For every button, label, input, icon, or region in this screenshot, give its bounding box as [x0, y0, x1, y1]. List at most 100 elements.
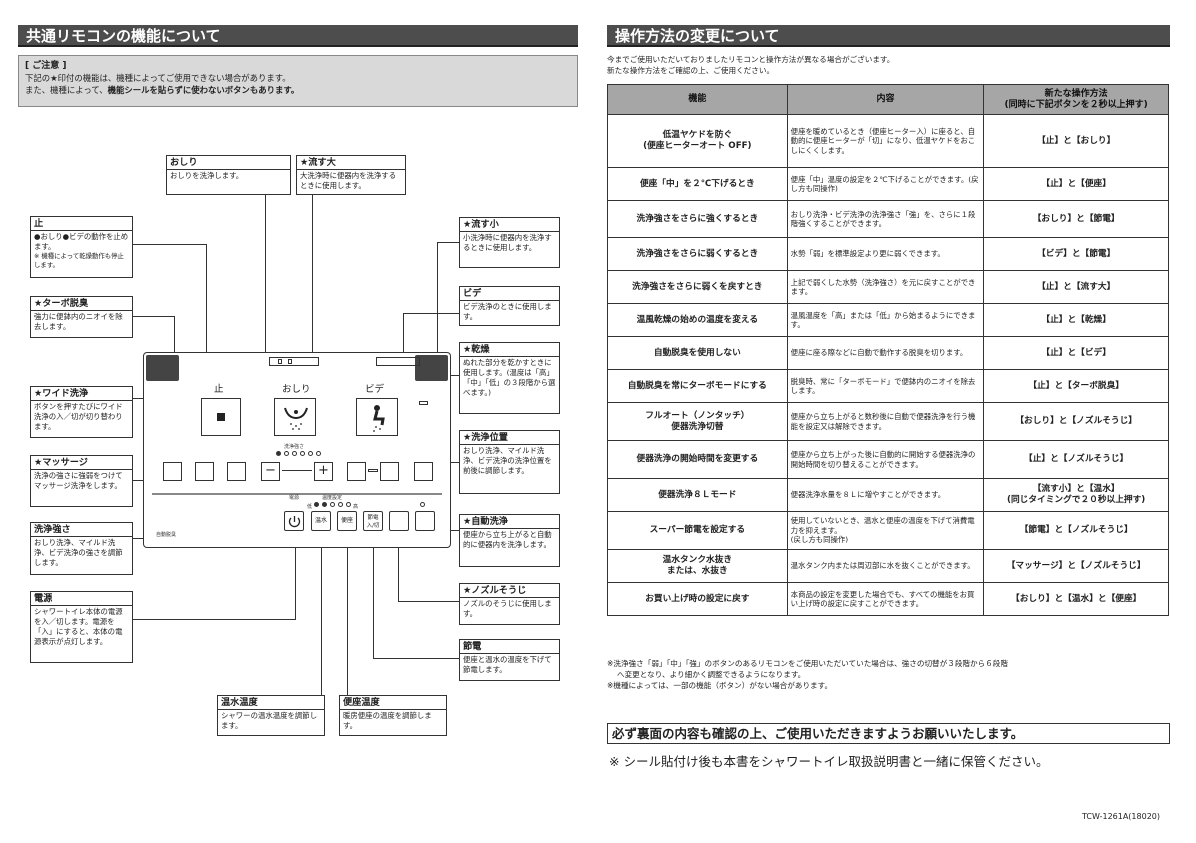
strength-dot — [300, 451, 305, 456]
callout-dengen: 電源 シャワートイレ本体の電源を入／切します。電源を「入」にすると、本体の電源表… — [30, 591, 133, 663]
massage-button[interactable] — [227, 462, 246, 481]
callout-turbo: ★ターボ脱臭 強力に便鉢内のニオイを除去します。 — [30, 296, 133, 338]
content-cell: 上記で弱くした水勢（洗浄強さ）を元に戻すことができます。 — [786, 270, 985, 304]
auto-flush-button[interactable] — [415, 511, 435, 531]
setsuden-button[interactable]: 節電 入/切 — [363, 511, 383, 531]
notice-box: [ ご注意 ] 下記の★印付の機能は、機種によってご使用できない場合があります。… — [18, 55, 578, 107]
operation-cell: 【おしり】と【節電】 — [983, 200, 1169, 238]
callout-benza: 便座温度 暖房便座の温度を調節します。 — [339, 695, 447, 736]
function-cell: 自動脱臭を常にターボモードにする — [607, 369, 788, 403]
callout-massage: ★マッサージ 洗浄の強さに強弱をつけてマッサージ洗浄をします。 — [30, 455, 133, 507]
content-cell: 温風温度を「高」または「低」から始まるようにできます。 — [786, 303, 985, 337]
table-row: 便座「中」を２℃下げるとき便座「中」温度の設定を２℃下げることができます。(戻し… — [607, 167, 1169, 201]
strength-dot — [284, 451, 289, 456]
callout-kanso: ★乾燥 ぬれた部分を乾かすときに使用します。(温度は「高」「中」「低」の３段階か… — [459, 342, 560, 414]
content-cell: 便座から立ち上がった後に自動的に開始する便器洗浄の開始時間を切り替えることができ… — [786, 440, 985, 479]
operation-cell: 【ビデ】と【節電】 — [983, 237, 1169, 271]
low-label: 低 — [307, 504, 313, 510]
stop-button[interactable] — [201, 398, 241, 436]
oshiri-label: おしり — [282, 384, 311, 395]
operation-cell: 【止】と【便座】 — [983, 167, 1169, 201]
intro-line-1: 今までご使用いただいておりましたリモコンと操作方法が異なる場合がございます。 — [607, 55, 895, 64]
right-section-header: 操作方法の変更について — [607, 25, 1170, 47]
table-row: 低温ヤケドを防ぐ (便座ヒーターオート OFF)便座を暖めているとき（便座ヒータ… — [607, 114, 1169, 168]
panel-divider — [152, 493, 442, 495]
notice-line-1: 下記の★印付の機能は、機種によってご使用できない場合があります。 — [25, 73, 291, 83]
content-cell: おしり洗浄・ビデ洗浄の洗浄強さ「強」を、さらに１段階強くすることができます。 — [786, 200, 985, 238]
footnote-1b: へ変更となり、より細かく調整できるようになります。 — [617, 670, 806, 679]
operation-cell: 【マッサージ】と【ノズルそうじ】 — [983, 549, 1169, 583]
indicator-dot — [420, 502, 425, 507]
position-bar — [368, 469, 378, 472]
table-row: フルオート（ノンタッチ） 便器洗浄切替便座から立ち上がると数秒後に自動で便器洗浄… — [607, 402, 1169, 441]
bide-button[interactable] — [356, 398, 398, 436]
table-row: 便器洗浄の開始時間を変更する便座から立ち上がった後に自動的に開始する便器洗浄の開… — [607, 440, 1169, 479]
col-header-function: 機能 — [607, 84, 788, 115]
function-cell: スーパー節電を設定する — [607, 511, 788, 550]
content-cell: 使用していないとき、温水と便座の温度を下げて消費電力を抑えます。 (戻し方も同操… — [786, 511, 985, 550]
temp-dot — [346, 502, 351, 507]
storage-note: ※ シール貼付け後も本書をシャワートイレ取扱説明書と一緒に保管ください。 — [609, 754, 1049, 769]
temp-dot — [338, 502, 343, 507]
high-label: 高 — [353, 504, 359, 510]
small-indicator — [419, 401, 428, 405]
table-row: 自動脱臭を常にターボモードにする脱臭時、常に「ターボモード」で便鉢内のニオイを除… — [607, 369, 1169, 403]
intro-line-2: 新たな操作方法をご確認の上、ご使用ください。 — [607, 66, 775, 75]
benza-button[interactable]: 便座 — [337, 511, 357, 531]
col-header-operation: 新たな操作方法 (同時に下記ボタンを２秒以上押す) — [983, 84, 1169, 115]
turbo-deodor-button[interactable] — [163, 462, 182, 481]
content-cell: 本商品の設定を変更した場合でも、すべての機能をお買い上げ時の設定に戻すことができ… — [786, 582, 985, 616]
power-button[interactable] — [284, 511, 304, 531]
strength-bar — [282, 470, 312, 472]
callout-onsui: 温水温度 シャワーの温水温度を調節します。 — [217, 695, 325, 736]
strength-plus-button[interactable]: + — [314, 462, 333, 481]
nagasu-sho-button[interactable] — [347, 462, 366, 481]
function-cell: お買い上げ時の設定に戻す — [607, 582, 788, 616]
operation-cell: 【おしり】と【ノズルそうじ】 — [983, 402, 1169, 441]
footnote-2: ※機種によっては、一部の機能（ボタン）がない場合があります。 — [607, 681, 833, 690]
table-row: 自動脱臭を使用しない便座に座る際などに自動で動作する脱臭を切ります。【止】と【ビ… — [607, 336, 1169, 370]
callout-nozzle: ★ノズルそうじ ノズルのそうじに使用します。 — [459, 583, 560, 625]
stop-icon — [217, 413, 225, 421]
callout-jido: ★自動洗浄 便座から立ち上がると自動的に便器内を洗浄します。 — [459, 514, 560, 567]
operation-cell: 【止】と【ノズルそうじ】 — [983, 440, 1169, 479]
table-row: お買い上げ時の設定に戻す本商品の設定を変更した場合でも、すべての機能をお買い上げ… — [607, 582, 1169, 616]
content-cell: 水勢「弱」を標準設定より更に弱くできます。 — [786, 237, 985, 271]
callout-nagasu-dai: ★流す大 大洗浄時に便器内を洗浄するときに使用します。 — [296, 155, 406, 195]
content-cell: 便座「中」温度の設定を２℃下げることができます。(戻し方も同操作) — [786, 167, 985, 201]
strength-dot — [316, 451, 321, 456]
remote-panel: 止 おしり ビデ 洗浄強さ − + 電源 温度設定 — [143, 352, 451, 548]
position-button[interactable] — [380, 462, 399, 481]
temp-dot — [314, 502, 319, 507]
strength-minus-button[interactable]: − — [261, 462, 280, 481]
strength-label: 洗浄強さ — [284, 444, 305, 450]
panel-right-corner — [415, 355, 448, 381]
oshiri-icon — [284, 407, 308, 430]
callout-ichi: ★洗浄位置 おしり洗浄、マイルド洗浄、ビデ洗浄の洗浄位置を前後に調節します。 — [459, 430, 560, 494]
callout-nagasu-sho: ★流す小 小洗浄時に便器内を洗浄するときに使用します。 — [459, 217, 560, 268]
function-cell: 洗浄強さをさらに弱くを戻すとき — [607, 270, 788, 304]
onsui-button[interactable]: 温水 — [311, 511, 331, 531]
col-header-content: 内容 — [786, 84, 985, 115]
operation-cell: 【おしり】と【温水】と【便座】 — [983, 582, 1169, 616]
table-row: スーパー節電を設定する使用していないとき、温水と便座の温度を下げて消費電力を抑え… — [607, 511, 1169, 550]
callout-oshiri: おしり おしりを洗浄します。 — [166, 155, 291, 195]
bide-icon — [373, 405, 385, 432]
callout-bide: ビデ ビデ洗浄のときに使用します。 — [459, 286, 560, 326]
strength-dot — [276, 451, 281, 456]
function-cell: 温水タンク水抜き または、水抜き — [607, 549, 788, 583]
callout-tsuyosa: 洗浄強さ おしり洗浄、マイルド洗浄、ビデ洗浄の強さを調節します。 — [30, 522, 133, 575]
function-cell: 低温ヤケドを防ぐ (便座ヒーターオート OFF) — [607, 114, 788, 168]
wide-wash-button[interactable] — [195, 462, 214, 481]
auto-deodor-label: 自動脱臭 — [156, 532, 177, 538]
flush-large-slot — [269, 357, 319, 366]
content-cell: 脱臭時、常に「ターボモード」で便鉢内のニオイを除去します。 — [786, 369, 985, 403]
operation-cell: 【止】と【ターボ脱臭】 — [983, 369, 1169, 403]
table-row: 洗浄強さをさらに強くするときおしり洗浄・ビデ洗浄の洗浄強さ「強」を、さらに１段階… — [607, 200, 1169, 238]
panel-left-corner — [146, 355, 179, 381]
nozzle-button[interactable] — [389, 511, 409, 531]
oshiri-button[interactable] — [274, 398, 316, 436]
kanso-button[interactable] — [414, 462, 433, 481]
operation-cell: 【止】と【ビデ】 — [983, 336, 1169, 370]
notice-line-2: また、機種によって、機能シールを貼らずに使わないボタンもあります。 — [25, 85, 300, 95]
